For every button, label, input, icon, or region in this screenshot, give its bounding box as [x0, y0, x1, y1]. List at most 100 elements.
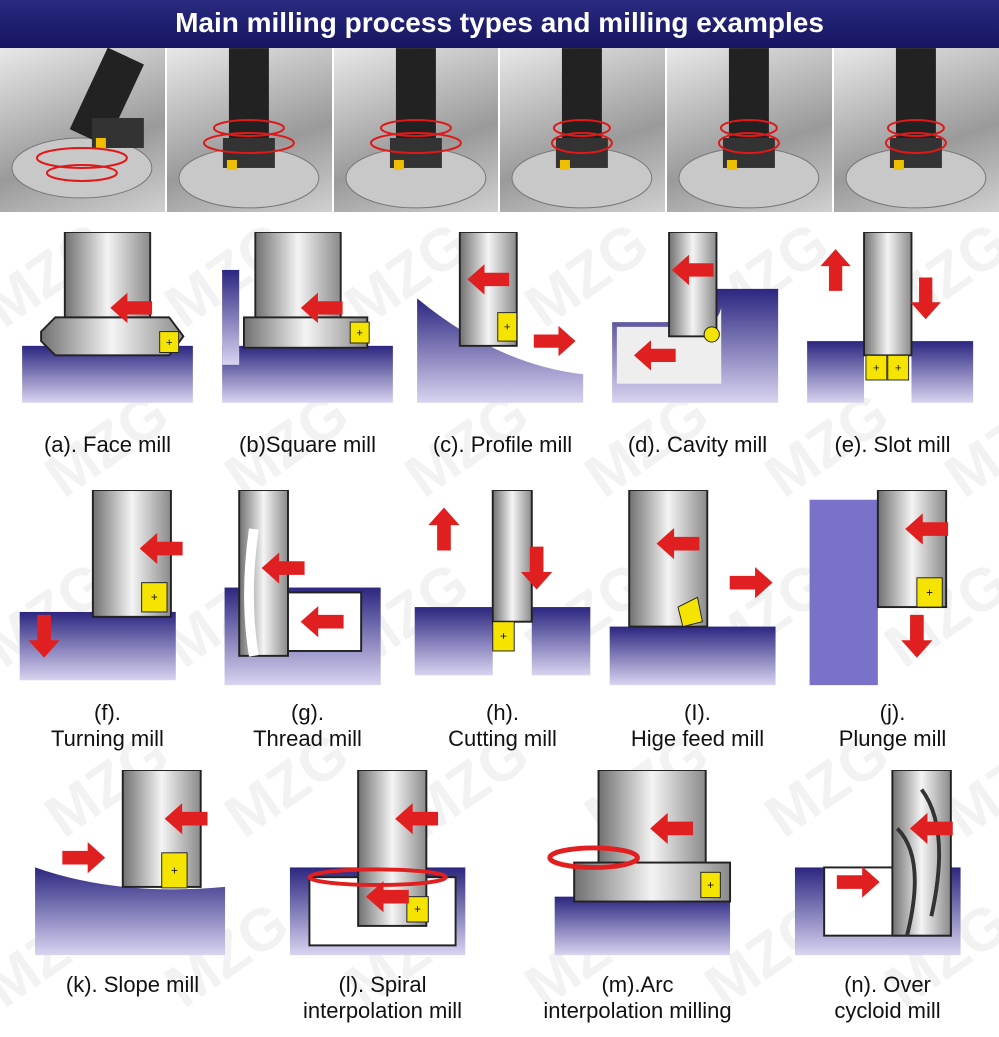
photo-strip — [0, 48, 999, 212]
workpiece — [807, 341, 865, 403]
direction-arrow — [901, 614, 933, 658]
insert-icon: + — [159, 331, 180, 353]
insert-icon: + — [161, 852, 188, 889]
diagram-plunge-mill: +(j). Plunge mill — [795, 490, 990, 751]
svg-text:+: + — [414, 903, 421, 916]
diagram-face-mill: +(a). Face mill — [10, 232, 205, 457]
tool-body — [863, 232, 913, 357]
photo-cavity — [834, 48, 999, 212]
insert-icon: + — [865, 354, 888, 381]
direction-arrow — [395, 803, 439, 835]
diagram-label: (h). Cutting mill — [448, 700, 557, 751]
photo-helical-interpolation — [667, 48, 833, 212]
cutting-diagram: + — [414, 490, 591, 676]
workpiece — [414, 607, 493, 676]
tool-body — [668, 232, 718, 338]
diagram-slot-mill: ++(e). Slot mill — [795, 232, 990, 457]
direction-arrow — [62, 842, 106, 874]
diagram-profile-mill: + (c). Profile mill — [405, 232, 600, 457]
diagram-label: (g). Thread mill — [253, 700, 362, 751]
direction-arrow — [910, 277, 941, 320]
arc-diagram: + — [547, 770, 732, 956]
workpiece — [609, 626, 776, 686]
diagram-highfeed-mill: (I). Hige feed mill — [600, 490, 795, 751]
diagram-label: (d). Cavity mill — [627, 432, 768, 457]
svg-text:+: + — [166, 337, 173, 349]
tool-body — [491, 490, 533, 623]
diagram-thread-mill: (g). Thread mill — [210, 490, 405, 751]
face-diagram: + — [22, 232, 193, 403]
workpiece — [222, 269, 240, 365]
photo-plunging — [166, 48, 332, 212]
diagram-label: (I). Hige feed mill — [630, 700, 765, 751]
insert-icon: + — [406, 896, 429, 923]
direction-arrow — [300, 292, 343, 324]
workpiece — [531, 607, 591, 676]
insert-icon: + — [492, 621, 515, 652]
diagram-label: (e). Slot mill — [834, 432, 951, 457]
diagram-label: (b)Square mill — [239, 432, 376, 457]
tool-body — [891, 770, 952, 937]
page-title: Main milling process types and milling e… — [0, 0, 999, 48]
slope-diagram: + — [35, 770, 226, 956]
svg-text:+: + — [707, 879, 714, 892]
spiral-diagram: + — [289, 770, 466, 956]
insert-icon: + — [916, 577, 943, 608]
insert-icon: + — [887, 354, 910, 381]
tool-body — [597, 770, 707, 869]
diagram-slope-mill: + (k). Slope mill — [15, 770, 250, 997]
slot-diagram: ++ — [807, 232, 974, 403]
direction-arrow — [467, 264, 510, 295]
tool-body — [458, 232, 518, 347]
workpiece — [911, 341, 974, 403]
diagram-turning-mill: +(f). Turning mill — [10, 490, 205, 751]
svg-text:+: + — [171, 864, 178, 877]
direction-arrow — [261, 552, 305, 584]
tool-body — [876, 490, 948, 609]
insert-icon: + — [497, 312, 518, 342]
direction-arrow — [836, 866, 880, 898]
diagram-label: (m).Arc interpolation milling — [543, 972, 732, 1023]
direction-arrow — [428, 507, 460, 551]
direction-arrow — [633, 340, 676, 371]
direction-arrow — [110, 292, 153, 324]
diagram-cycloid-mill: (n). Over cycloid mill — [770, 770, 999, 1023]
insert-icon: + — [700, 871, 721, 899]
cavity-diagram — [612, 232, 779, 403]
svg-text:+: + — [926, 586, 933, 599]
svg-text:+: + — [356, 327, 363, 339]
workpiece — [554, 896, 731, 956]
svg-text:+: + — [895, 362, 902, 374]
diagram-square-mill: + (b)Square mill — [210, 232, 405, 457]
direction-arrow — [650, 812, 694, 845]
direction-arrow — [300, 606, 344, 638]
diagram-arc-mill: + (m).Arc interpolation milling — [520, 770, 755, 1023]
cycloid-diagram — [794, 770, 961, 956]
plunge-diagram: + — [809, 490, 949, 686]
diagram-label: (n). Over cycloid mill — [834, 972, 941, 1023]
highfeed-diagram — [609, 490, 776, 686]
direction-arrow — [909, 812, 953, 845]
direction-arrow — [656, 528, 700, 560]
direction-arrow — [164, 803, 208, 835]
direction-arrow — [28, 614, 60, 658]
direction-arrow — [905, 513, 949, 545]
diagram-cutting-mill: + (h). Cutting mill — [405, 490, 600, 751]
diagram-label: (c). Profile mill — [432, 432, 573, 457]
direction-arrow — [729, 567, 773, 599]
svg-text:+: + — [151, 591, 158, 604]
workpiece — [809, 499, 878, 686]
profile-diagram: + — [417, 232, 584, 403]
diagram-label: (l). Spiral interpolation mill — [303, 972, 462, 1023]
square-diagram: + — [222, 232, 393, 403]
photo-pocketing — [333, 48, 499, 212]
direction-arrow — [521, 546, 553, 590]
diagram-label: (k). Slope mill — [65, 972, 200, 997]
insert-icon: + — [141, 582, 168, 613]
direction-arrow — [365, 881, 409, 913]
workpiece — [222, 345, 393, 403]
turning-diagram: + — [19, 490, 183, 681]
direction-arrow — [671, 254, 714, 286]
photo-ramping — [0, 48, 165, 212]
direction-arrow — [139, 532, 183, 565]
